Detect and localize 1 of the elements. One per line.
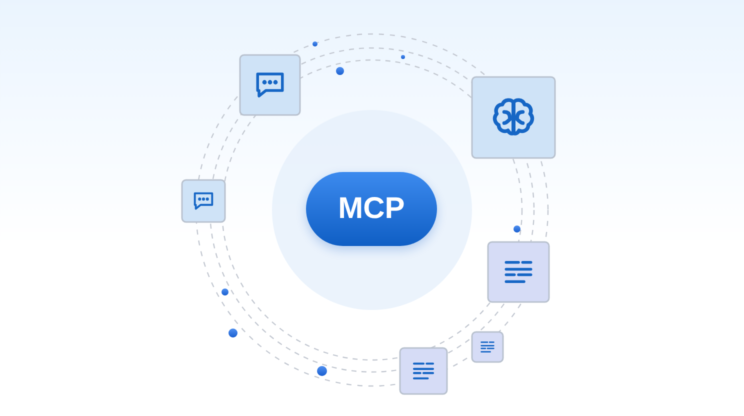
node-label: MCP <box>338 192 405 226</box>
